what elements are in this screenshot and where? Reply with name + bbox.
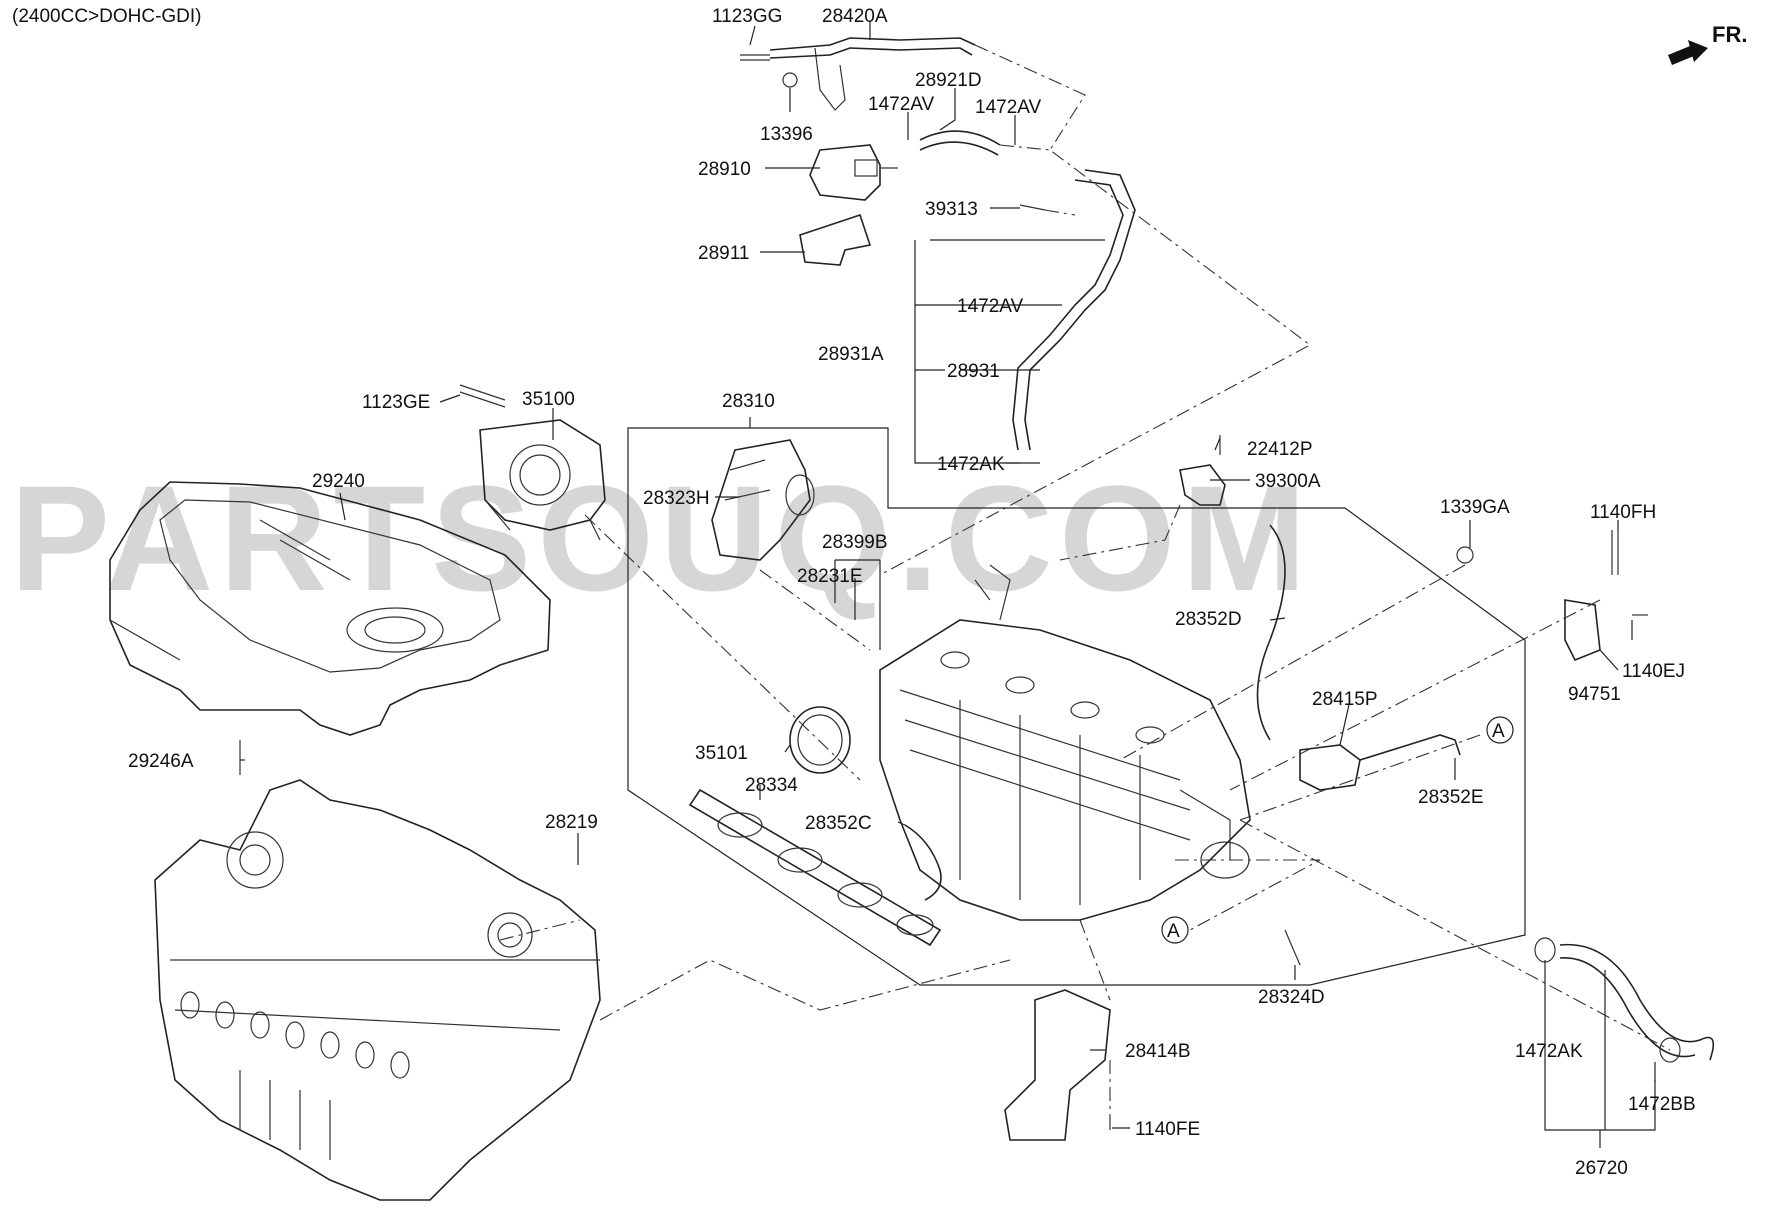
label-28910: 28910 [698, 159, 751, 180]
purge-solenoid-drawing [809, 144, 898, 201]
label-1472AK-a: 1472AK [937, 454, 1005, 475]
label-1472AV-a: 1472AV [868, 94, 935, 115]
label-28324D: 28324D [1258, 987, 1325, 1008]
label-1472BB: 1472BB [1628, 1094, 1696, 1115]
label-28352C: 28352C [805, 813, 872, 834]
engine-cover-drawing [109, 481, 551, 736]
label-1140FH: 1140FH [1590, 502, 1656, 523]
label-28352E: 28352E [1418, 787, 1484, 808]
label-39300A: 39300A [1255, 471, 1321, 492]
label-1472AK-b: 1472AK [1515, 1041, 1583, 1062]
assembly-dashed-lines [499, 44, 1671, 1115]
label-28231E: 28231E [797, 566, 863, 587]
cylinder-head-drawing [154, 779, 601, 1201]
label-1123GG: 1123GG [712, 6, 782, 27]
bracket-94751-drawing [1564, 599, 1601, 662]
callout-a-top: A [1492, 721, 1505, 742]
label-1472AV-c: 1472AV [957, 296, 1024, 317]
label-28415P: 28415P [1312, 689, 1378, 710]
pcv-pipe-drawing [1012, 169, 1136, 451]
label-28334: 28334 [745, 775, 798, 796]
label-28219: 28219 [545, 812, 598, 833]
label-28931A: 28931A [818, 344, 884, 365]
label-28911: 28911 [698, 243, 749, 264]
label-29240: 29240 [312, 471, 365, 492]
intake-manifold-drawing [879, 564, 1251, 921]
group-bracket-28399b [834, 559, 881, 650]
callout-a-bottom: A [1167, 921, 1180, 942]
pcv-hose-c-drawing [904, 824, 942, 901]
label-28414B: 28414B [1125, 1041, 1191, 1062]
label-29246A: 29246A [128, 751, 194, 772]
manifold-gasket-drawing [688, 788, 942, 947]
actuator-drawing [711, 439, 815, 561]
label-1472AV-b: 1472AV [975, 97, 1042, 118]
label-13396: 13396 [760, 124, 813, 145]
pcv-pipe-group-bracket [914, 239, 1105, 464]
label-39313: 39313 [925, 199, 978, 220]
vapor-hose-drawing [769, 37, 976, 111]
breather-hose-drawing [1534, 937, 1715, 1063]
label-35101: 35101 [695, 743, 748, 764]
label-1140FE: 1140FE [1135, 1119, 1200, 1140]
throttle-body-drawing [479, 419, 606, 541]
label-26720: 26720 [1575, 1158, 1628, 1179]
engine-spec: (2400CC>DOHC-GDI) [12, 6, 202, 27]
callout-a-circle-top [1486, 716, 1514, 744]
manifold-support-bracket-drawing [1004, 989, 1111, 1141]
group-bracket-26720 [1544, 960, 1656, 1148]
throttle-gasket-drawing [789, 706, 851, 774]
check-valve-drawing [1299, 744, 1361, 791]
label-22412P: 22412P [1247, 439, 1313, 460]
label-28420A: 28420A [822, 6, 888, 27]
fasteners-drawing [239, 54, 1648, 1130]
callout-a-circle-bottom [1161, 916, 1189, 944]
pcv-hose-e-drawing [1359, 734, 1461, 761]
manifold-assembly-box [627, 427, 1526, 986]
leader-lines [240, 22, 1656, 1129]
label-28323H: 28323H [643, 488, 710, 509]
label-1140EJ: 1140EJ [1622, 661, 1685, 682]
label-28352D: 28352D [1175, 609, 1242, 630]
label-28921D: 28921D [915, 70, 982, 91]
solenoid-bracket-drawing [799, 213, 872, 266]
label-35100: 35100 [522, 389, 575, 410]
front-direction-arrow-icon [1668, 40, 1708, 65]
purge-hose-drawing [919, 130, 1001, 156]
label-94751: 94751 [1568, 684, 1621, 705]
label-28399B: 28399B [822, 532, 888, 553]
label-1339GA: 1339GA [1440, 497, 1510, 518]
label-28931: 28931 [947, 361, 1000, 382]
map-sensor-drawing [1179, 464, 1226, 506]
front-direction-label: FR. [1712, 22, 1747, 47]
watermark: PARTSOUQ.COM [10, 454, 1313, 622]
label-1123GE: 1123GE [362, 392, 430, 413]
label-28310: 28310 [722, 391, 775, 412]
pcv-hose-d-drawing [1256, 524, 1286, 741]
